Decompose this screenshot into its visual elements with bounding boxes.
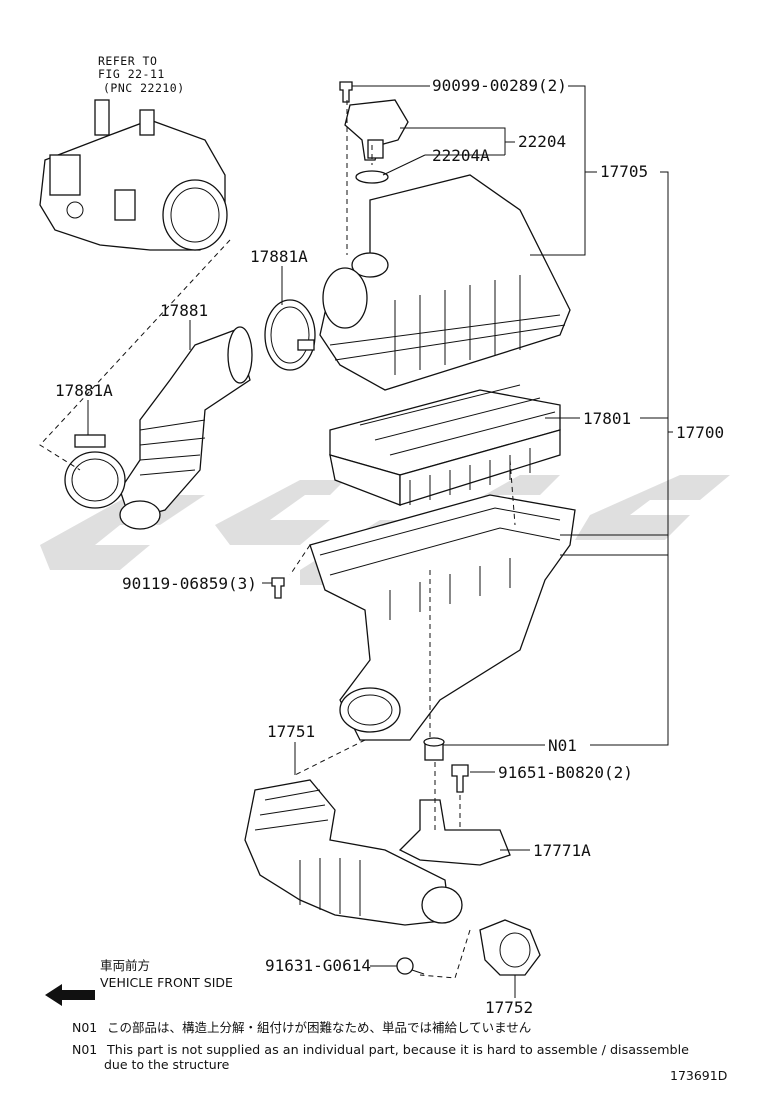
inlet-hose-drawing — [119, 326, 253, 530]
note-n01-code-jp: N01 — [72, 1020, 97, 1035]
label-17881: 17881 — [160, 301, 208, 320]
hose-clamp-top-drawing — [264, 299, 316, 371]
note-n01-text-en-line2: due to the structure — [104, 1057, 230, 1072]
figure-id: 173691D — [670, 1068, 727, 1083]
refer-note-line2: FIG 22-11 — [98, 67, 165, 81]
vehicle-front-label-en: VEHICLE FRONT SIDE — [100, 975, 233, 990]
label-91631-g0614: 91631-G0614 — [265, 956, 371, 975]
left-arrow-icon — [45, 984, 95, 1006]
label-22204: 22204 — [518, 132, 566, 151]
air-filter-element-drawing — [329, 384, 561, 506]
air-cleaner-case-drawing — [309, 494, 576, 741]
label-17752: 17752 — [485, 998, 533, 1017]
bolt-90119-drawing — [271, 577, 285, 599]
label-91651-b0820: 91651-B0820(2) — [498, 763, 633, 782]
grommet-n01-drawing — [423, 737, 445, 761]
bracket-17771a-drawing — [398, 799, 511, 866]
vehicle-front-label-jp: 車両前方 — [100, 958, 150, 973]
label-n01: N01 — [548, 736, 577, 755]
label-17705: 17705 — [600, 162, 648, 181]
label-17801: 17801 — [583, 409, 631, 428]
mass-air-flow-sensor-drawing — [339, 81, 409, 184]
label-17700: 17700 — [676, 423, 724, 442]
resonator-17752-drawing — [479, 919, 541, 976]
label-17881a-left: 17881A — [55, 381, 113, 400]
label-17771a: 17771A — [533, 841, 591, 860]
label-17881a-top: 17881A — [250, 247, 308, 266]
refer-note-line1: REFER TO — [98, 54, 157, 68]
throttle-body-drawing — [39, 99, 228, 251]
intake-duct-drawing — [244, 779, 463, 926]
screw-91631-drawing — [396, 957, 425, 975]
assembly-dashed-lines — [39, 100, 516, 979]
note-n01-code-en: N01 — [72, 1042, 97, 1057]
note-n01-text-en-line1: This part is not supplied as an individu… — [106, 1042, 689, 1057]
hose-clamp-left-drawing — [64, 434, 126, 509]
label-17751: 17751 — [267, 722, 315, 741]
air-cleaner-cap-drawing — [319, 174, 571, 391]
vehicle-front-direction: 車両前方 VEHICLE FRONT SIDE — [45, 958, 233, 1006]
label-90099-00289: 90099-00289(2) — [432, 76, 567, 95]
leader-lines — [87, 85, 673, 998]
bolt-91651-drawing — [451, 764, 469, 793]
label-22204a: 22204A — [432, 146, 490, 165]
label-90119-06859: 90119-06859(3) — [122, 574, 257, 593]
refer-note-line3: (PNC 22210) — [103, 81, 185, 95]
note-n01-text-jp: この部品は、構造上分解・組付けが困難なため、単品では補給していません — [107, 1020, 531, 1035]
